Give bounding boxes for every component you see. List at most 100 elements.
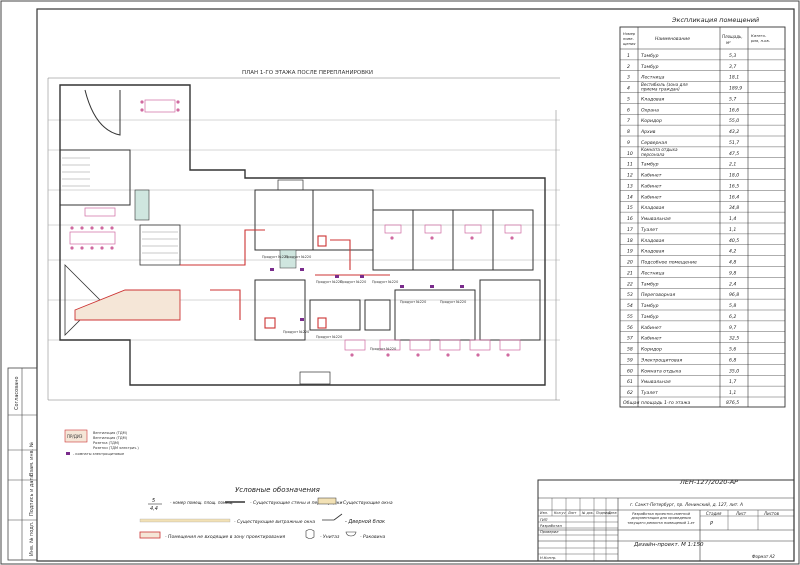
row-area: 1,7 [729,379,736,385]
title-block-role: Проверил [540,530,559,534]
legend-sink: - Раковина [360,534,386,540]
row-area: 5,8 [729,303,736,309]
row-area: 16,5 [729,183,739,189]
title-block-address: г. Санкт-Петербург, пр. Ленинский, д. 12… [630,502,743,508]
side-stamp-cell-2: Взам. инв. № [29,441,35,476]
title-block-code: ЛЕН-127/2020-АР [679,478,738,486]
title-block-description-box: Разработка проектно-сметной документации… [627,512,695,525]
row-area: 1,1 [729,227,736,233]
row-name: Тамбур [641,281,659,287]
row-num: 20 [627,260,633,266]
row-num: 56 [627,325,633,331]
legend-existing-windows: - Существующие окна [340,500,393,506]
room-label: Продукт №220 [316,280,342,284]
legend-toilet: - Унитаз [320,534,340,540]
row-area: 9,8 [729,270,736,276]
row-num: 12 [627,173,633,179]
row-num: 14 [627,194,633,200]
row-area: 18,1 [729,75,739,81]
title-block-sheet-label: Лист [735,511,747,516]
row-num: 9 [627,140,630,146]
row-name: Комната отдыха [641,368,681,374]
title-block-sheets-label: Листов [763,511,780,516]
row-name: Умывальная [641,379,671,385]
row-area: 96,8 [729,292,739,298]
row-num: 19 [627,249,633,255]
row-area: 16,4 [729,194,739,200]
row-area: 32,5 [729,336,739,342]
side-stamp-cell-3: Подпись и дата [29,475,35,516]
small-legend-line-0: Вентиляция (ТДМ) [93,431,128,435]
small-legend: ПР/ДИЗ Вентиляция (ТДМ) Вентиляция (ТДМ)… [64,429,139,456]
room-label: Продукт №220 [340,280,366,284]
explication-total-label: Общая площадь 1-го этажа [623,400,690,406]
row-name: Электрощитовая [640,357,682,363]
room-label: Продукт №220 [370,347,396,351]
row-num: 2 [627,64,630,70]
header-name: Наименование [655,36,690,42]
row-name: Туалет [641,227,658,233]
row-num: 3 [627,75,630,81]
row-area: 6,2 [729,314,736,320]
room-label: Продукт №220 [440,300,466,304]
row-name: Кабинет [641,194,662,200]
row-name: Серверная [641,140,667,146]
room-label: Продукт №220 [285,255,311,259]
row-area: 5,6 [729,347,736,353]
side-stamp: Согласовано Взам. инв. № Подпись и дата … [7,367,38,561]
row-num: 16 [627,216,633,222]
row-area: 6,8 [729,357,736,363]
row-num: 13 [627,183,633,189]
row-name: Кабинет [641,325,662,331]
row-area: 189,9 [729,86,742,92]
side-stamp-cell-0: Согласовано [14,376,20,410]
title-block-sheet-title: Дизайн-проект. М 1:150 [633,542,704,548]
title-block-col: Изм. [540,511,548,515]
row-num: 54 [627,303,633,309]
row-area: 35,0 [729,368,739,374]
room-label: Продукт №220 [372,280,398,284]
row-num: 62 [627,390,633,396]
title-block-col: Подпись [596,511,611,515]
explication-total-value: 876,5 [726,400,739,406]
row-name: Туалет [641,390,658,396]
title-block-col: Дата [607,511,617,515]
row-area: 16,6 [729,107,739,113]
row-num: 6 [627,107,630,113]
row-num: 10 [627,151,633,157]
room-label: Продукт №220 [400,300,426,304]
title-block-role: Н.Контр. [540,556,556,560]
row-name: Охрана [641,107,659,113]
row-area: 18,0 [729,173,739,179]
row-area: 55,0 [729,118,739,124]
row-num: 57 [627,336,633,342]
row-num: 18 [627,238,633,244]
row-area: 5,7 [729,96,736,102]
row-num: 4 [627,86,630,92]
row-name: Кабинет [641,183,662,189]
floor-plan: ПЛАН 1-ГО ЭТАЖА ПОСЛЕ ПЕРЕПЛАНИРОВКИ Про… [47,70,560,401]
